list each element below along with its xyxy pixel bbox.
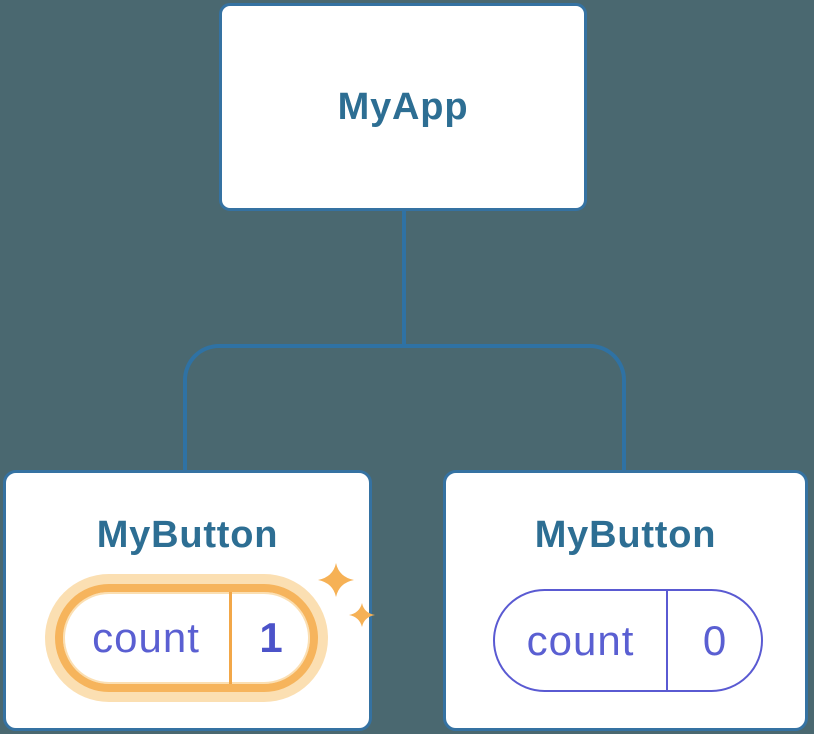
state-name-label: count <box>526 616 635 664</box>
node-mybutton-updated: MyButton count 1 <box>3 470 375 731</box>
state-name-label: count <box>92 614 200 661</box>
state-value: 1 <box>229 592 310 684</box>
node-mybutton-updated-title: MyButton <box>96 514 279 556</box>
edge-branch-to-children <box>183 344 626 470</box>
state-pill-count-updated: count 1 <box>55 584 318 692</box>
state-pill-count: count 0 <box>493 589 763 692</box>
node-myapp-title: MyApp <box>337 85 469 128</box>
state-value: 0 <box>666 591 761 690</box>
node-mybutton-unchanged-title: MyButton <box>534 514 717 556</box>
edge-root-stem <box>402 211 406 344</box>
sparkles-icon <box>318 563 375 627</box>
node-mybutton-unchanged: MyButton count 0 <box>443 470 808 731</box>
node-myapp: MyApp <box>219 3 587 211</box>
